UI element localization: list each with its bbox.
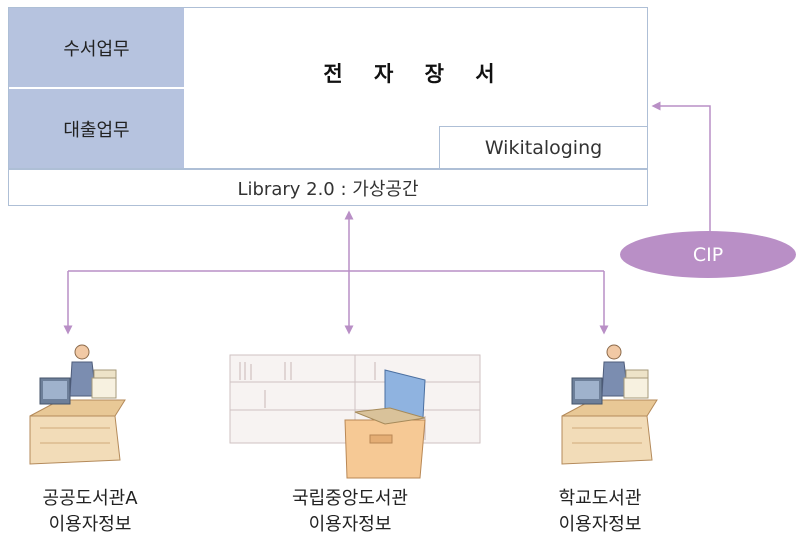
- node-title: 국립중앙도서관: [292, 488, 408, 509]
- library-2-0-text: Library 2.0 : 가상공간: [237, 179, 419, 200]
- acquisition-label: 수서업무: [63, 38, 130, 60]
- cip-label: CIP: [692, 243, 724, 266]
- node-subtitle: 이용자정보: [308, 514, 392, 535]
- acquisition-cell: 수서업무: [9, 8, 184, 87]
- circulation-cell: 대출업무: [9, 89, 184, 168]
- node-national-library: 국립중앙도서관 이용자정보: [255, 486, 445, 538]
- library-shelves-computer-icon: [229, 354, 481, 479]
- node-subtitle: 이용자정보: [48, 514, 132, 535]
- divider: [9, 168, 647, 170]
- librarian-desk-icon: [29, 344, 126, 465]
- cip-ellipse: CIP: [620, 231, 796, 278]
- library-system-box: 수서업무 대출업무 전 자 장 서 Wikitaloging Library 2…: [8, 7, 648, 206]
- ebook-title: 전 자 장 서: [323, 62, 507, 86]
- node-public-library: 공공도서관A 이용자정보: [10, 486, 170, 538]
- node-subtitle: 이용자정보: [558, 514, 642, 535]
- wikitaloging-box: Wikitaloging: [439, 126, 647, 168]
- node-title: 학교도서관: [558, 488, 642, 509]
- node-title: 공공도서관A: [42, 488, 138, 509]
- arrow-from-cip: [651, 101, 711, 233]
- circulation-label: 대출업무: [63, 119, 130, 141]
- library-2-0-label: Library 2.0 : 가상공간: [9, 170, 647, 206]
- wikitaloging-label: Wikitaloging: [484, 136, 603, 159]
- librarian-desk-icon: [561, 344, 658, 465]
- node-school-library: 학교도서관 이용자정보: [520, 486, 680, 538]
